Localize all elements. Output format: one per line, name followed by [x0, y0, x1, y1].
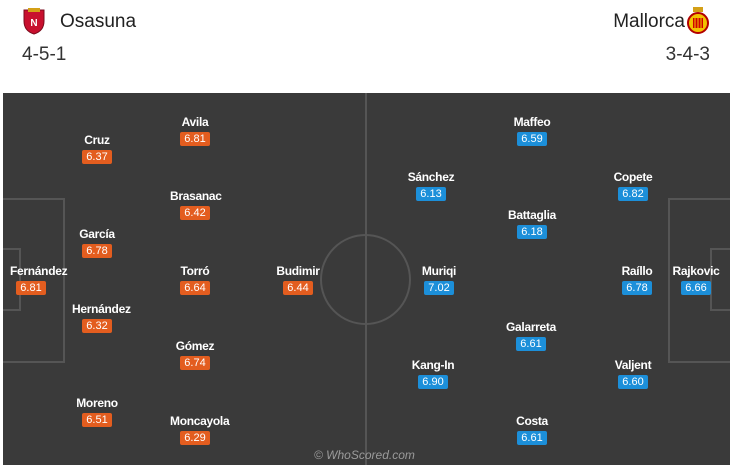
away-team-name: Mallorca: [613, 11, 685, 32]
player-rating: 6.32: [82, 319, 112, 333]
player-rating: 6.90: [418, 375, 448, 389]
player-name: Battaglia: [508, 208, 556, 222]
player-card[interactable]: Kang-In 6.90: [408, 358, 458, 390]
player-card[interactable]: Cruz 6.37: [72, 133, 122, 165]
pitch: [3, 93, 730, 465]
player-name: Raíllo: [621, 264, 653, 278]
away-formation: 3-4-3: [665, 44, 710, 65]
player-card[interactable]: Galarreta 6.61: [498, 320, 564, 352]
player-card[interactable]: Moreno 6.51: [72, 396, 122, 428]
match-header: N Osasuna 4-5-1 Mallorca 3-4-3: [0, 0, 730, 92]
player-rating: 6.37: [82, 150, 112, 164]
svg-text:N: N: [30, 18, 37, 29]
player-rating: 6.81: [180, 132, 210, 146]
player-name: Avila: [181, 115, 209, 129]
player-name: Moncayola: [170, 414, 230, 428]
player-name: Valjent: [614, 358, 652, 372]
player-card[interactable]: Rajkovic 6.66: [667, 264, 725, 296]
player-rating: 6.42: [180, 206, 210, 220]
away-goal-box: [710, 248, 730, 311]
player-name: Rajkovic: [672, 264, 720, 278]
player-card[interactable]: Muriqi 7.02: [414, 264, 464, 296]
player-card[interactable]: Sánchez 6.13: [404, 170, 458, 202]
player-card[interactable]: Budimir 6.44: [273, 264, 323, 296]
player-name: Budimir: [276, 264, 320, 278]
player-rating: 6.61: [517, 431, 547, 445]
player-card[interactable]: Costa 6.61: [507, 414, 557, 446]
player-rating: 6.59: [517, 132, 547, 146]
home-formation: 4-5-1: [22, 44, 67, 65]
player-name: Copete: [613, 170, 653, 184]
player-name: Moreno: [76, 396, 118, 410]
player-rating: 7.02: [424, 281, 454, 295]
player-name: Costa: [516, 414, 548, 428]
center-circle: [320, 234, 411, 325]
player-card[interactable]: Fernández 6.81: [10, 264, 68, 296]
osasuna-crest-icon: N: [23, 8, 45, 35]
player-card[interactable]: Raíllo 6.78: [612, 264, 662, 296]
player-name: Hernández: [72, 302, 131, 316]
home-goal-box: [3, 248, 21, 311]
mallorca-crest-icon: [687, 7, 709, 34]
player-name: Torró: [180, 264, 210, 278]
whoscored-watermark: © WhoScored.com: [314, 448, 415, 462]
player-rating: 6.13: [416, 187, 446, 201]
player-rating: 6.78: [622, 281, 652, 295]
player-rating: 6.78: [82, 244, 112, 258]
player-rating: 6.82: [618, 187, 648, 201]
player-name: García: [79, 227, 115, 241]
player-rating: 6.44: [283, 281, 313, 295]
player-card[interactable]: Brasanac 6.42: [170, 189, 222, 221]
player-rating: 6.60: [618, 375, 648, 389]
player-rating: 6.66: [681, 281, 711, 295]
home-penalty-box: [3, 198, 65, 363]
player-name: Fernández: [10, 264, 68, 278]
away-penalty-box: [668, 198, 730, 363]
player-card[interactable]: Maffeo 6.59: [507, 115, 557, 147]
player-rating: 6.61: [516, 337, 546, 351]
player-card[interactable]: Copete 6.82: [608, 170, 658, 202]
player-card[interactable]: Torró 6.64: [170, 264, 220, 296]
player-name: Sánchez: [407, 170, 455, 184]
player-card[interactable]: Avila 6.81: [170, 115, 220, 147]
player-card[interactable]: Moncayola 6.29: [170, 414, 230, 446]
player-rating: 6.29: [180, 431, 210, 445]
home-team-name: Osasuna: [60, 11, 137, 32]
player-card[interactable]: Valjent 6.60: [608, 358, 658, 390]
player-rating: 6.74: [180, 356, 210, 370]
player-name: Muriqi: [421, 264, 457, 278]
player-rating: 6.18: [517, 225, 547, 239]
player-name: Galarreta: [506, 320, 556, 334]
player-rating: 6.51: [82, 413, 112, 427]
player-name: Gómez: [175, 339, 215, 353]
player-card[interactable]: Gómez 6.74: [170, 339, 220, 371]
player-name: Maffeo: [513, 115, 551, 129]
player-card[interactable]: Hernández 6.32: [72, 302, 131, 334]
player-rating: 6.81: [16, 281, 46, 295]
player-name: Brasanac: [170, 189, 222, 203]
player-card[interactable]: Battaglia 6.18: [502, 208, 562, 240]
player-name: Cruz: [84, 133, 110, 147]
player-rating: 6.64: [180, 281, 210, 295]
player-name: Kang-In: [411, 358, 455, 372]
player-card[interactable]: García 6.78: [72, 227, 122, 259]
